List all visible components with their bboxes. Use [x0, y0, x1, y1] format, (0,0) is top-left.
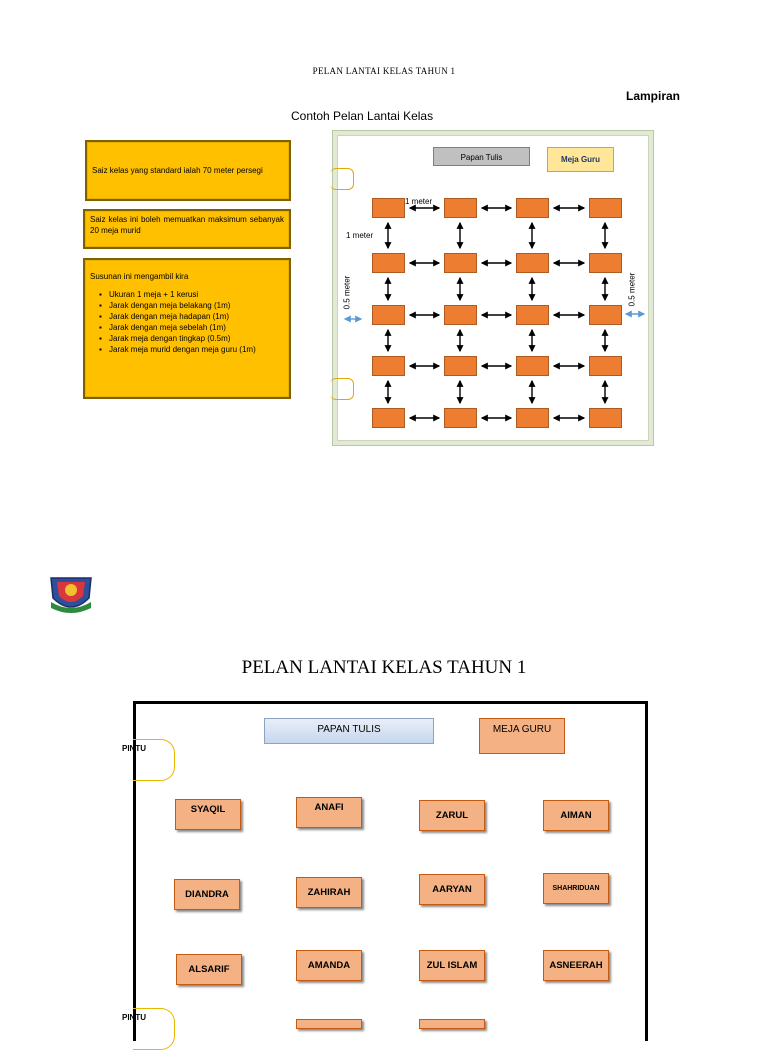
student-desk: ALSARIF	[176, 954, 242, 985]
spacing-label-horizontal: 1 meter	[405, 197, 433, 206]
info-box-capacity-text: Saiz kelas ini boleh memuatkan maksimum …	[90, 215, 284, 235]
spacing-label-vertical: 1 meter	[346, 231, 374, 240]
student-desk: ANAFI	[296, 797, 362, 828]
student-desk: SYAQIL	[175, 799, 241, 830]
sample-desk	[516, 253, 549, 273]
spacing-arrows	[343, 204, 646, 422]
door-bottom	[133, 1008, 175, 1050]
sample-door-bottom	[330, 378, 354, 400]
lampiran-label: Lampiran	[626, 89, 681, 103]
arrangement-list: Ukuran 1 meja + 1 kerusi Jarak dengan me…	[90, 289, 284, 355]
student-desk: AIMAN	[543, 800, 609, 831]
sample-desk	[516, 356, 549, 376]
info-box-arrangement-title: Susunan ini mengambil kira	[90, 272, 189, 281]
sample-plan-caption: Contoh Pelan Lantai Kelas	[291, 109, 434, 123]
sample-desk	[372, 305, 405, 325]
sample-desk	[444, 253, 477, 273]
sample-desk	[589, 198, 622, 218]
teacher-desk: MEJA GURU	[479, 718, 565, 754]
sample-whiteboard: Papan Tulis	[433, 147, 530, 166]
list-item: Jarak dengan meja sebelah (1m)	[99, 322, 284, 333]
student-desk: ZUL ISLAM	[419, 950, 485, 981]
info-box-class-size: Saiz kelas yang standard ialah 70 meter …	[85, 140, 291, 201]
document-title: PELAN LANTAI KELAS TAHUN 1	[312, 66, 456, 76]
list-item: Jarak dengan meja hadapan (1m)	[99, 311, 284, 322]
student-desk	[419, 1019, 485, 1029]
student-desk: ZARUL	[419, 800, 485, 831]
list-item: Jarak dengan meja belakang (1m)	[99, 300, 284, 311]
student-desk: ASNEERAH	[543, 950, 609, 981]
info-box-class-size-text: Saiz kelas yang standard ialah 70 meter …	[92, 166, 263, 175]
info-box-capacity: Saiz kelas ini boleh memuatkan maksimum …	[83, 209, 291, 249]
sample-desk	[444, 408, 477, 428]
student-desk: SHAHRIDUAN	[543, 873, 609, 904]
sample-desk	[589, 305, 622, 325]
classroom-walls	[133, 701, 648, 1041]
sample-desk	[444, 305, 477, 325]
student-desk: AARYAN	[419, 874, 485, 905]
student-desk: ZAHIRAH	[296, 877, 362, 908]
sample-desk	[372, 356, 405, 376]
sample-desk	[444, 198, 477, 218]
sample-desk	[516, 408, 549, 428]
sample-desk	[516, 305, 549, 325]
student-desk: DIANDRA	[174, 879, 240, 910]
classroom-plan-title: PELAN LANTAI KELAS TAHUN 1	[241, 657, 527, 678]
sample-desk	[516, 198, 549, 218]
info-box-arrangement: Susunan ini mengambil kira Ukuran 1 meja…	[83, 258, 291, 399]
student-desk: AMANDA	[296, 950, 362, 981]
sample-desk	[444, 356, 477, 376]
sample-desk	[372, 253, 405, 273]
sample-door-top	[330, 168, 354, 190]
whiteboard: PAPAN TULIS	[264, 718, 434, 744]
sample-desk	[589, 253, 622, 273]
school-crest-logo	[50, 577, 92, 613]
list-item: Jarak meja dengan tingkap (0.5m)	[99, 333, 284, 344]
list-item: Jarak meja murid dengan meja guru (1m)	[99, 344, 284, 355]
sample-desk	[589, 356, 622, 376]
student-desk	[296, 1019, 362, 1029]
sample-teacher-desk: Meja Guru	[547, 147, 614, 172]
sample-desk	[372, 408, 405, 428]
list-item: Ukuran 1 meja + 1 kerusi	[99, 289, 284, 300]
door-top	[133, 739, 175, 781]
sample-desk	[589, 408, 622, 428]
sample-desk	[372, 198, 405, 218]
